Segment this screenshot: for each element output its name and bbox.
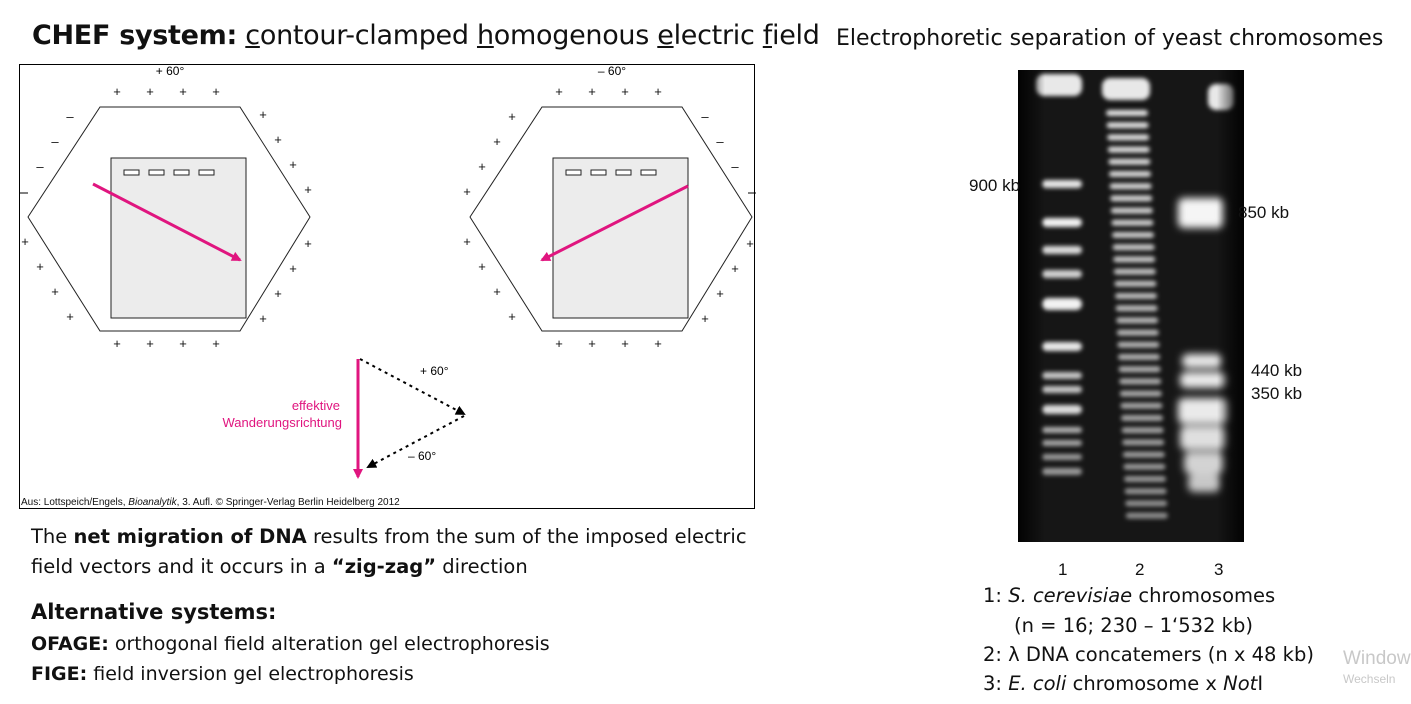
- plus-charge: +: [493, 284, 501, 299]
- plus-charge: +: [274, 132, 282, 147]
- right-hexagon: [469, 106, 753, 332]
- right-angle-label: – 60°: [598, 65, 626, 78]
- minus-charge: –: [731, 159, 739, 174]
- plus-charge: +: [289, 157, 297, 172]
- minus-charge: –: [701, 109, 709, 124]
- plus-charge: +: [146, 84, 154, 99]
- figure-credit: Aus: Lottspeich/Engels, Bioanalytik, 3. …: [21, 497, 400, 508]
- left-migration-arrow: [92, 182, 242, 262]
- plus-charge: +: [731, 261, 739, 276]
- migration-paragraph: The net migration of DNA results from th…: [31, 525, 747, 578]
- legend-line-3: 3: E. coli chromosome x NotI: [983, 672, 1264, 695]
- plus-charge: +: [463, 234, 471, 249]
- plus-charge: +: [51, 284, 59, 299]
- plus-charge: +: [66, 309, 74, 324]
- gel-title: Electrophoretic separation of yeast chro…: [836, 26, 1384, 51]
- kb-440-label: 440 kb: [1251, 361, 1303, 380]
- plus-charge: +: [304, 236, 312, 251]
- kb-350-label: 350 kb: [1251, 384, 1303, 403]
- fige-line: FIGE: field inversion gel electrophoresi…: [31, 663, 414, 685]
- gel-bands: [1018, 70, 1244, 542]
- lane-number-1: 1: [1058, 560, 1068, 579]
- activation-watermark-sub: Wechseln: [1343, 672, 1396, 686]
- kb-900-label: 900 kb: [969, 176, 1021, 195]
- plus-charge: +: [588, 336, 596, 351]
- plus-charge: +: [274, 286, 282, 301]
- title-bold: CHEF system:: [32, 20, 237, 51]
- plus-charge: +: [701, 311, 709, 326]
- plus-charge: +: [113, 336, 121, 351]
- tri-top-label: + 60°: [420, 364, 449, 378]
- legend-line-1b: (n = 16; 230 – 1‘532 kb): [1014, 614, 1253, 637]
- plus-charge: +: [508, 109, 516, 124]
- plus-charge: +: [463, 184, 471, 199]
- kb-850-label: 850 kb: [1238, 203, 1290, 222]
- migration-label-1: effektive: [292, 398, 340, 413]
- plus-charge: +: [654, 336, 662, 351]
- right-migration-arrow: [540, 184, 689, 262]
- plus-charge: +: [478, 159, 486, 174]
- slide-title: CHEF system: contour-clamped homogenous …: [32, 20, 820, 51]
- minus-charge: –: [716, 134, 724, 149]
- left-angle-label: + 60°: [156, 65, 185, 78]
- title-part-1: contour-clamped: [245, 20, 477, 51]
- minus-charge: –: [66, 109, 74, 124]
- plus-charge: +: [179, 336, 187, 351]
- plus-charge: +: [212, 84, 220, 99]
- plus-charge: +: [654, 84, 662, 99]
- ofage-line: OFAGE: orthogonal field alteration gel e…: [31, 633, 550, 655]
- left-hexagon: [27, 106, 311, 332]
- plus-charge: +: [746, 236, 754, 251]
- plus-charge: +: [716, 286, 724, 301]
- plus-charge: +: [493, 134, 501, 149]
- plus-charge: +: [621, 336, 629, 351]
- title-part-3: electric: [657, 20, 763, 51]
- right-gel: [552, 157, 689, 319]
- legend-line-2: 2: λ DNA concatemers (n x 48 kb): [983, 643, 1314, 666]
- plus-charge: +: [21, 234, 29, 249]
- plus-charge: +: [621, 84, 629, 99]
- plus-charge: +: [304, 182, 312, 197]
- title-part-4: field: [762, 20, 820, 51]
- plus-charge: +: [259, 107, 267, 122]
- minus-charge: –: [51, 134, 59, 149]
- plus-charge: +: [179, 84, 187, 99]
- plus-charge: +: [289, 261, 297, 276]
- migration-label-2: Wanderungsrichtung: [223, 415, 342, 430]
- plus-charge: +: [146, 336, 154, 351]
- plus-charge: +: [36, 259, 44, 274]
- plus-charge: +: [259, 311, 267, 326]
- left-gel: [110, 157, 247, 319]
- plus-charge: +: [555, 336, 563, 351]
- alternative-heading: Alternative systems:: [31, 600, 277, 624]
- legend-line-1: 1: S. cerevisiae chromosomes: [983, 584, 1276, 607]
- plus-charge: +: [113, 84, 121, 99]
- title-part-2: homogenous: [476, 20, 658, 51]
- plus-charge: +: [555, 84, 563, 99]
- plus-charge: +: [212, 336, 220, 351]
- plus60-vector: [359, 358, 466, 415]
- tri-bottom-label: – 60°: [408, 449, 436, 463]
- left-wells: [123, 169, 215, 176]
- gel-photo: [1018, 70, 1244, 542]
- minus-charge: –: [36, 159, 44, 174]
- right-wells: [565, 169, 657, 176]
- plus-charge: +: [508, 309, 516, 324]
- chef-figure: + 60° – 60° ++++++++–––+++++++++++++++++…: [19, 64, 756, 509]
- lane-number-3: 3: [1214, 560, 1224, 579]
- plus-charge: +: [588, 84, 596, 99]
- activation-watermark: Window: [1343, 648, 1411, 669]
- lane-number-2: 2: [1135, 560, 1145, 579]
- plus-charge: +: [478, 259, 486, 274]
- chef-diagram: + 60° – 60° ++++++++–––+++++++++++++++++…: [20, 65, 756, 479]
- electrode-charges: ++++++++–––++++++++++++++++++++++++++++–…: [21, 84, 754, 351]
